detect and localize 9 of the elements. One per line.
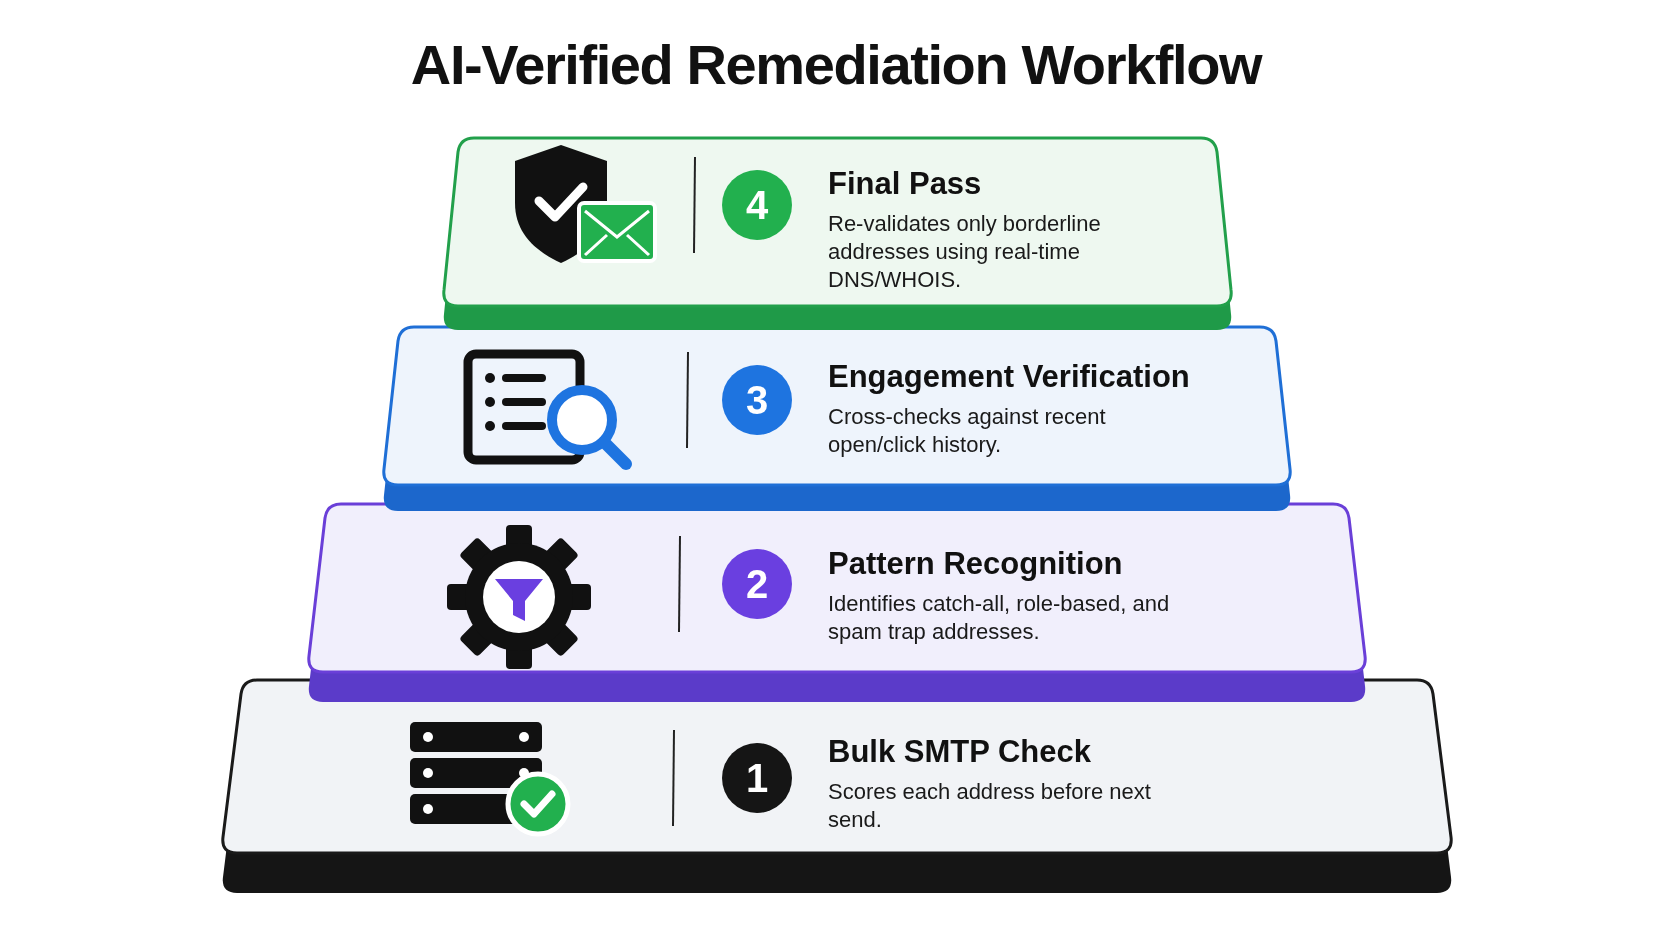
tier-description: Identifies catch-all, role-based, and spam trap addresses. bbox=[828, 589, 1171, 646]
tier-description: Cross-checks against recent open/click history. bbox=[828, 402, 1107, 459]
tier-title: Bulk SMTP Check bbox=[828, 733, 1092, 771]
tier-title: Pattern Recognition bbox=[828, 545, 1124, 583]
tier-description: Scores each address before next send. bbox=[828, 777, 1152, 834]
diagram-title: AI-Verified Remediation Workflow bbox=[410, 32, 1262, 98]
tier-title: Engagement Verification bbox=[828, 358, 1190, 396]
tier-description: Re-validates only borderline addresses using real-time DNS/WHOIS. bbox=[828, 209, 1102, 294]
tier-title: Final Pass bbox=[828, 165, 983, 203]
